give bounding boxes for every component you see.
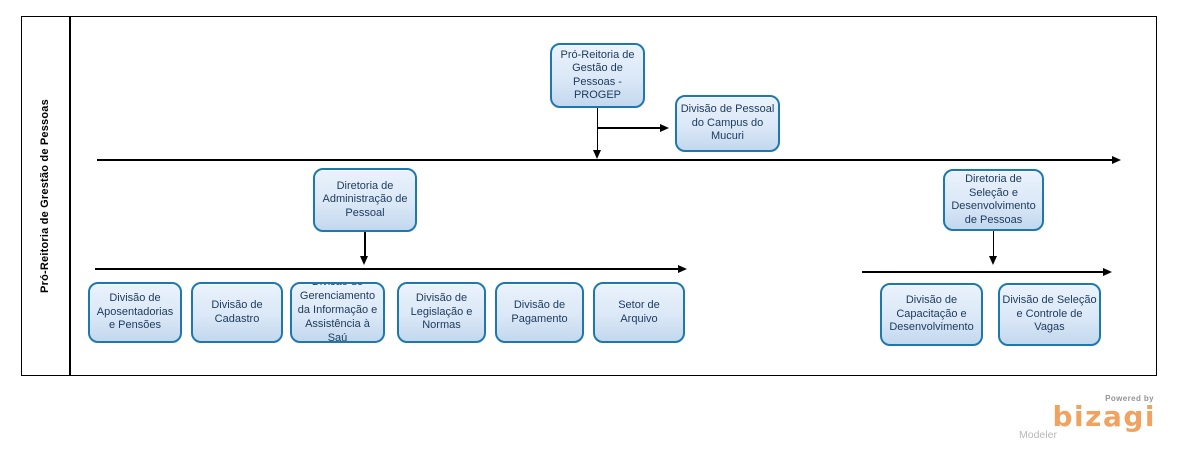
connector-main-horizontal	[97, 159, 1113, 161]
node-legislacao-label: Divisão de Legislação e Normas	[410, 292, 473, 332]
node-divisao-gerenciamento[interactable]: Divisão de Gerenciamento da Informação e…	[290, 282, 385, 343]
node-aposentadorias-label: Divisão de Aposentadorias e Pensões	[96, 292, 174, 332]
arrowhead-mucuri-icon	[660, 123, 669, 132]
node-vagas-label: Divisão de Seleção e Controle de Vagas	[1002, 294, 1097, 334]
node-capacitacao-label: Divisão de Capacitação e Desenvolvimento	[889, 294, 974, 334]
node-divisao-legislacao[interactable]: Divisão de Legislação e Normas	[397, 282, 486, 343]
connector-progep-mucuri	[597, 127, 661, 129]
node-cadastro-label: Divisão de Cadastro	[211, 299, 263, 325]
connector-progep-down	[596, 108, 599, 152]
lane-title: Pró-Reitoria de Grestão de Pessoas	[39, 99, 51, 293]
lane-divider	[69, 16, 71, 376]
node-progep-label: Pró-Reitoria de Gestão de Pessoas - PROG…	[560, 48, 635, 102]
bizagi-modeler-label: Modeler	[1019, 429, 1057, 441]
node-dirselecao-label: Diretoria de Seleção e Desenvolvimento d…	[951, 173, 1036, 226]
node-divisao-cadastro[interactable]: Divisão de Cadastro	[191, 282, 283, 343]
arrowhead-left-right-icon	[678, 264, 687, 273]
node-divisao-capacitacao[interactable]: Divisão de Capacitação e Desenvolvimento	[880, 283, 983, 346]
arrowhead-dirselecao-down-icon	[988, 256, 997, 265]
node-divisao-pagamento[interactable]: Divisão de Pagamento	[495, 282, 584, 343]
node-diretoria-administracao[interactable]: Diretoria de Administração de Pessoal	[313, 168, 417, 232]
powered-by-label: Powered by	[1105, 394, 1154, 403]
node-divisao-pessoal-mucuri[interactable]: Divisão de Pessoal do Campus do Mucuri	[675, 95, 780, 152]
node-arquivo-label: Setor de Arquivo	[618, 299, 660, 325]
connector-left-horizontal	[95, 268, 679, 270]
node-diretoria-selecao[interactable]: Diretoria de Seleção e Desenvolvimento d…	[943, 169, 1044, 231]
arrowhead-right-right-icon	[1103, 267, 1112, 276]
node-divisao-aposentadorias[interactable]: Divisão de Aposentadorias e Pensões	[88, 282, 182, 343]
connector-dirselecao-down	[992, 231, 995, 258]
node-diradmin-label: Diretoria de Administração de Pessoal	[322, 179, 408, 219]
arrowhead-progep-down-icon	[592, 150, 601, 159]
lane-header: Pró-Reitoria de Grestão de Pessoas	[21, 16, 69, 376]
node-setor-arquivo[interactable]: Setor de Arquivo	[593, 282, 685, 343]
connector-diradmin-down	[364, 232, 366, 258]
node-divisao-vagas[interactable]: Divisão de Seleção e Controle de Vagas	[998, 283, 1101, 346]
node-gerenciamento-label: Divisão de Gerenciamento da Informação e…	[297, 282, 378, 343]
node-mucuri-label: Divisão de Pessoal do Campus do Mucuri	[680, 103, 775, 143]
arrowhead-main-right-icon	[1112, 155, 1121, 164]
node-pagamento-label: Divisão de Pagamento	[511, 299, 568, 325]
node-progep[interactable]: Pró-Reitoria de Gestão de Pessoas - PROG…	[550, 43, 645, 108]
bizagi-logo: bizagi	[1052, 400, 1156, 433]
bizagi-watermark[interactable]: Powered by bizagi Modeler	[1016, 394, 1156, 441]
arrowhead-diradmin-down-icon	[360, 256, 368, 265]
connector-right-horizontal	[862, 271, 1104, 273]
